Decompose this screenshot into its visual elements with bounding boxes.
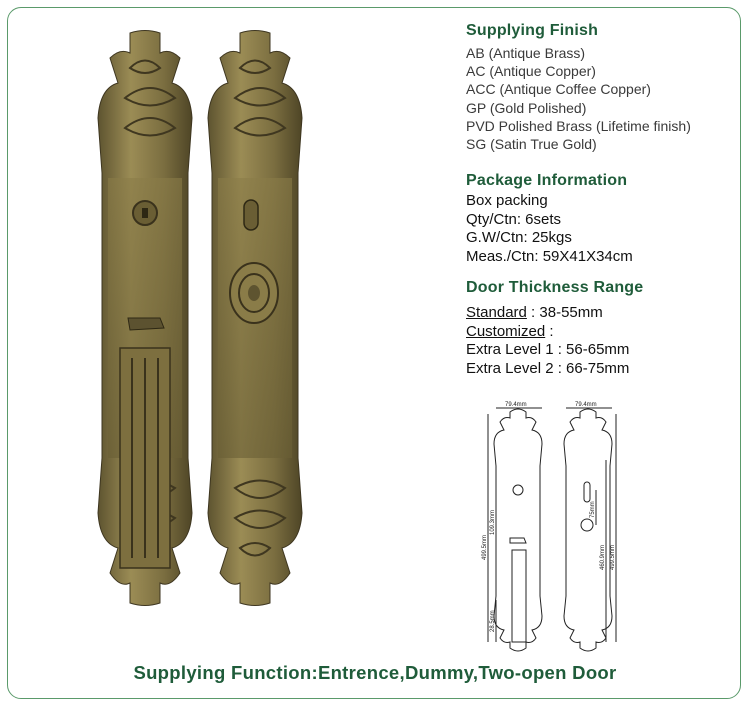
thickness-level-1: Extra Level 1 : 56-65mm [466,341,630,359]
thickness-list: Standard : 38-55mm Customized : Extra Le… [466,304,736,378]
left-handle-plate [97,30,193,606]
drawing-left-grip: 109.3mm [490,510,496,535]
package-item: Qty/Ctn: 6sets [466,210,562,228]
thickness-level-2: Extra Level 2 : 66-75mm [466,359,630,377]
package-list: Box packing Qty/Ctn: 6sets G.W/Ctn: 25kg… [466,192,736,266]
package-item: Box packing [466,192,548,210]
finish-item: SG (Satin True Gold) [466,136,597,153]
thickness-title: Door Thickness Range [466,279,644,297]
finish-title: Supplying Finish [466,22,599,39]
drawing-right-height: 499.5mm [610,545,616,570]
page-frame [7,7,741,699]
standard-value: : 38-55mm [526,304,603,322]
drawing-left-width: 79.4mm [505,402,527,408]
customized-label: Customized [466,322,546,340]
standard-label: Standard [466,304,527,322]
finish-item: AB (Antique Brass) [466,45,586,61]
info-panel: Supplying Finish AB (Antique Brass) AC (… [466,22,736,378]
finish-item: AC (Antique Copper) [466,63,596,80]
finish-item: GP (Gold Polished) [466,99,587,116]
finish-item: ACC (Antique Coffee Copper) [466,81,651,98]
right-handle-plate [207,30,303,606]
footer-caption: Supplying Function:Entrence,Dummy,Two-op… [133,662,617,683]
technical-drawing: 79.4mm 79.4mm 499.5mm 109.3mm 28.5mm 75m… [482,402,617,652]
package-item: G.W/Ctn: 25kgs [466,229,572,247]
finish-item: PVD Polished Brass (Lifetime finish) [466,117,691,134]
package-title: Package Information [466,172,628,190]
customized-suffix: : [545,322,554,340]
thickness-customized: Customized : [466,323,736,342]
drawing-left-bottom: 28.5mm [490,610,496,632]
drawing-right-width: 79.4mm [575,402,597,408]
product-photo [97,30,303,606]
drawing-right-spacing: 75mm [590,501,596,518]
drawing-left-height: 499.5mm [482,535,488,560]
finish-list: AB (Antique Brass) AC (Antique Copper) A… [466,44,736,153]
thickness-standard: Standard : 38-55mm [466,304,736,323]
drawing-right-inner: 460.9mm [600,545,606,570]
package-item: Meas./Ctn: 59X41X34cm [466,247,633,265]
